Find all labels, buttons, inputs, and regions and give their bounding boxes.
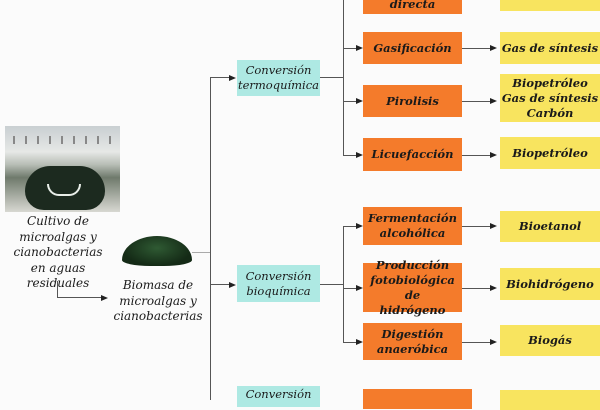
arrow-head bbox=[490, 45, 497, 51]
connector bbox=[343, 341, 356, 343]
product-box: Biohidrógeno bbox=[500, 268, 600, 300]
product-box bbox=[500, 0, 600, 11]
connector bbox=[343, 226, 344, 342]
arrow-head bbox=[356, 223, 363, 229]
connector bbox=[462, 341, 490, 343]
arrow-head bbox=[490, 98, 497, 104]
algae-powder-image bbox=[122, 236, 192, 266]
connector bbox=[210, 77, 211, 400]
arrow-head bbox=[490, 338, 497, 345]
arrow-head bbox=[490, 284, 497, 291]
process-box: Gasificación bbox=[363, 32, 462, 64]
product-box: Biopetróleo Gas de síntesis Carbón bbox=[500, 74, 600, 122]
product-box-partial bbox=[500, 390, 600, 410]
arrow-head bbox=[356, 45, 363, 51]
connector bbox=[210, 77, 229, 78]
arrow-head bbox=[490, 151, 497, 158]
arrow-head bbox=[229, 281, 236, 288]
process-box-partial bbox=[363, 389, 472, 409]
connector bbox=[462, 101, 490, 102]
arrow-head bbox=[356, 284, 363, 291]
connector bbox=[343, 287, 356, 289]
product-box: Biopetróleo bbox=[500, 137, 600, 169]
process-box: Licuefacción bbox=[363, 138, 462, 171]
product-box: Gas de síntesis bbox=[500, 32, 600, 64]
connector bbox=[320, 284, 343, 285]
greenhouse-pond-photo bbox=[5, 126, 120, 212]
connector bbox=[343, 226, 356, 227]
process-box: directa bbox=[363, 0, 462, 14]
connector bbox=[343, 154, 356, 156]
connector bbox=[462, 154, 490, 156]
arrow-head bbox=[356, 338, 363, 345]
connector bbox=[343, 101, 356, 102]
source-caption: Cultivo de microalgas y cianobacterias e… bbox=[13, 214, 103, 290]
connector bbox=[343, 0, 344, 155]
conversion-third: Conversión bbox=[237, 386, 320, 407]
conversion-thermochemical: Conversión termoquímica bbox=[237, 60, 320, 96]
arrow-head bbox=[101, 294, 108, 301]
arrow-head bbox=[229, 74, 236, 81]
arrow-head bbox=[356, 151, 363, 158]
product-box: Biogás bbox=[500, 325, 600, 356]
connector bbox=[462, 287, 490, 289]
connector bbox=[343, 48, 356, 49]
connector bbox=[462, 48, 490, 49]
connector bbox=[320, 77, 343, 78]
connector bbox=[57, 281, 58, 298]
arrow-head bbox=[490, 223, 497, 229]
conversion-biochemical: Conversión bioquímica bbox=[237, 265, 320, 302]
product-box: Bioetanol bbox=[500, 211, 600, 242]
process-box: Digestión anaeróbica bbox=[363, 323, 462, 360]
process-box: Producción fotobiológica de hidrógeno bbox=[363, 258, 462, 317]
biomass-caption: Biomasa de microalgas y cianobacterias bbox=[113, 278, 203, 323]
arrow-head bbox=[356, 98, 363, 104]
connector bbox=[462, 226, 490, 227]
connector bbox=[57, 297, 102, 298]
connector bbox=[210, 284, 229, 285]
process-box: Pirolisis bbox=[363, 85, 462, 117]
connector bbox=[192, 252, 210, 253]
process-box: Fermentación alcohólica bbox=[363, 207, 462, 245]
